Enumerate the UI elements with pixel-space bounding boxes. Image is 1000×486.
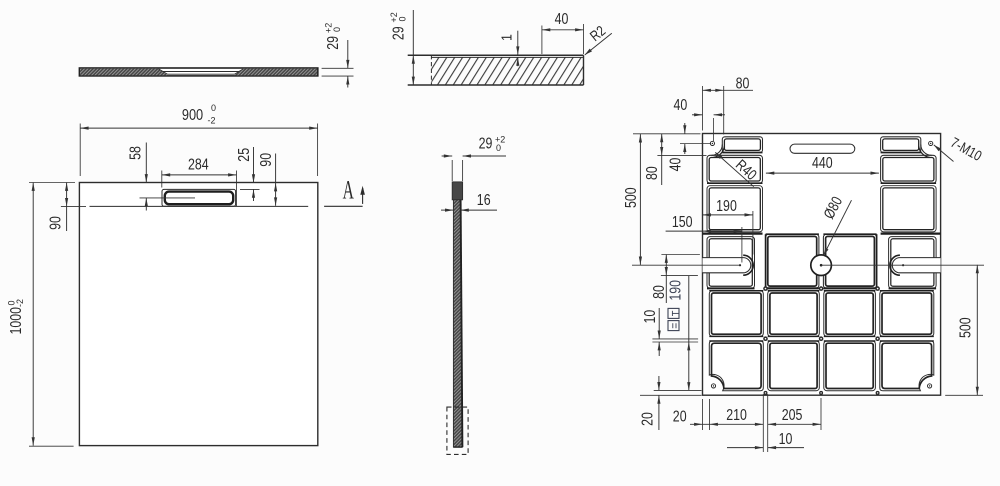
svg-text:1000: 1000 bbox=[7, 307, 25, 335]
svg-text:+2: +2 bbox=[495, 135, 505, 145]
svg-text:10: 10 bbox=[779, 430, 793, 448]
svg-text:90: 90 bbox=[46, 216, 64, 230]
svg-text:-2: -2 bbox=[208, 116, 216, 126]
svg-text:900: 900 bbox=[182, 107, 203, 125]
svg-text:80: 80 bbox=[650, 285, 668, 299]
svg-text:-2: -2 bbox=[15, 299, 25, 307]
svg-text:190: 190 bbox=[666, 280, 684, 301]
svg-text:29: 29 bbox=[324, 36, 342, 50]
svg-text:20: 20 bbox=[673, 407, 687, 425]
svg-text:40: 40 bbox=[674, 96, 688, 114]
svg-text:0: 0 bbox=[7, 300, 17, 305]
svg-text:80: 80 bbox=[643, 166, 661, 180]
svg-text:1: 1 bbox=[498, 34, 515, 41]
svg-text:20: 20 bbox=[638, 412, 656, 426]
svg-text:0: 0 bbox=[211, 103, 216, 113]
svg-text:+2: +2 bbox=[324, 23, 334, 33]
svg-text:16: 16 bbox=[477, 190, 491, 208]
svg-text:0: 0 bbox=[496, 143, 501, 153]
svg-text:10: 10 bbox=[641, 310, 659, 324]
svg-text:500: 500 bbox=[622, 187, 640, 208]
svg-text:150: 150 bbox=[672, 213, 693, 231]
svg-text:+2: +2 bbox=[389, 12, 399, 22]
svg-text:29: 29 bbox=[389, 26, 407, 40]
svg-text:80: 80 bbox=[736, 74, 750, 92]
svg-text:284: 284 bbox=[188, 155, 209, 173]
svg-text:40: 40 bbox=[666, 157, 684, 171]
svg-text:90: 90 bbox=[256, 153, 274, 167]
svg-text:A: A bbox=[343, 175, 355, 204]
svg-text:58: 58 bbox=[126, 146, 144, 160]
svg-text:500: 500 bbox=[956, 317, 974, 338]
svg-text:29: 29 bbox=[479, 134, 493, 152]
svg-text:205: 205 bbox=[782, 405, 803, 423]
svg-text:40: 40 bbox=[555, 10, 569, 28]
svg-text:190: 190 bbox=[716, 197, 737, 215]
svg-text:440: 440 bbox=[812, 154, 833, 172]
svg-text:25: 25 bbox=[235, 148, 253, 162]
svg-text:210: 210 bbox=[726, 405, 747, 423]
svg-text:0: 0 bbox=[398, 16, 408, 21]
svg-text:0: 0 bbox=[332, 27, 342, 32]
